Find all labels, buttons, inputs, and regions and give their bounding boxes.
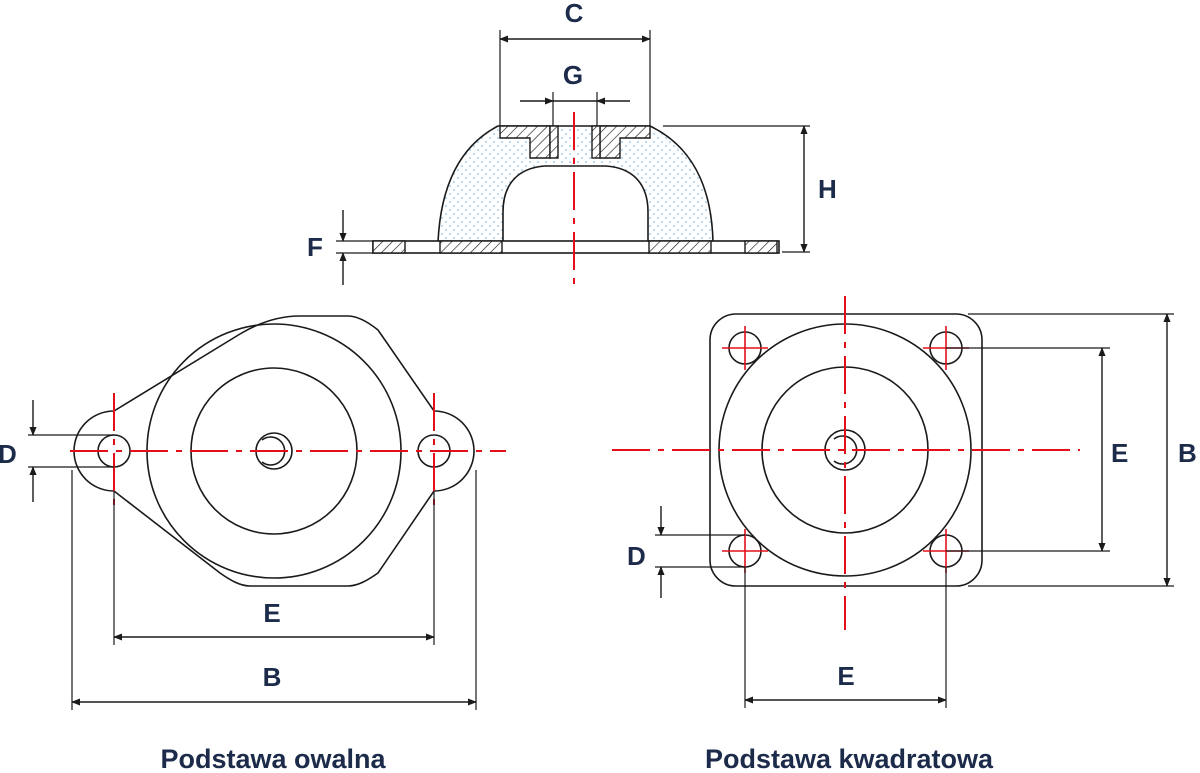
base-plate <box>372 240 780 254</box>
dim-g-label: G <box>563 60 583 90</box>
base-hatch-right-inner <box>648 240 712 254</box>
oval-dim-b-label: B <box>263 662 282 692</box>
dim-f-label: F <box>307 232 323 262</box>
square-base-view: D E B E <box>612 296 1197 708</box>
dim-h-label: H <box>818 174 837 204</box>
threaded-insert-left <box>549 125 559 159</box>
caption-square-base: Podstawa kwadratowa <box>705 744 994 773</box>
dim-c-label: C <box>565 0 584 28</box>
oval-base-view: D E B <box>0 315 506 710</box>
base-hatch-left-inner <box>439 240 503 254</box>
square-dim-d-label: D <box>627 541 646 571</box>
oval-dim-e-label: E <box>263 598 280 628</box>
threaded-insert-right <box>591 125 601 159</box>
oval-dim-d-label: D <box>0 439 17 469</box>
base-hatch-right-outer <box>744 240 778 254</box>
rubber-body <box>437 125 714 243</box>
base-hatch-left-outer <box>372 240 406 254</box>
square-dim-e-vertical-label: E <box>1111 438 1128 468</box>
square-dim-e-horizontal-label: E <box>837 661 854 691</box>
side-section-view: C G H F <box>307 0 837 288</box>
square-dim-b-label: B <box>1178 438 1197 468</box>
caption-oval-base: Podstawa owalna <box>160 744 386 773</box>
